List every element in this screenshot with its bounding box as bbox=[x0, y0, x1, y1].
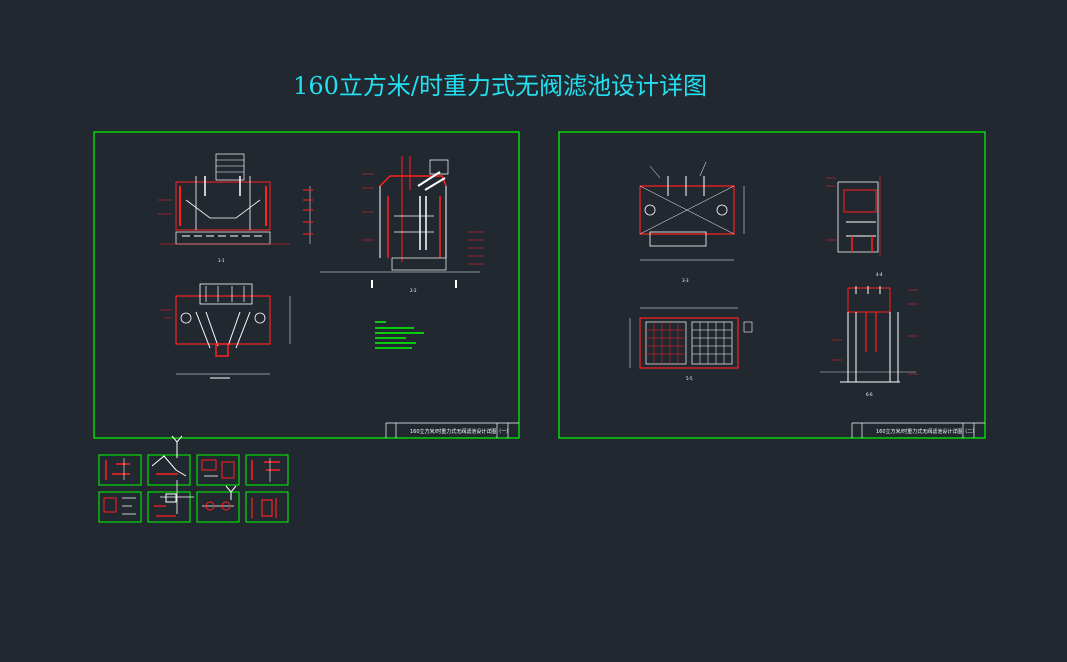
plan-view-3: 3-3 bbox=[639, 161, 745, 283]
thumbnail-3[interactable] bbox=[196, 454, 240, 486]
section-view-2: 2-2 bbox=[320, 156, 484, 293]
svg-text:6-6: 6-6 bbox=[866, 392, 873, 397]
drawing-title: 160立方米/时重力式无阀滤池设计详图 bbox=[293, 72, 707, 100]
sheet-2[interactable]: 160立方米/时重力式无阀滤池设计详图（二） 3-3 4-4 bbox=[558, 131, 986, 439]
thumbnail-7[interactable] bbox=[196, 491, 240, 523]
thumbnail-4[interactable] bbox=[245, 454, 289, 486]
svg-text:3-3: 3-3 bbox=[682, 278, 689, 283]
thumbnail-2[interactable] bbox=[147, 454, 191, 486]
thumbnail-6[interactable] bbox=[147, 491, 191, 523]
ucs-icon bbox=[171, 435, 237, 500]
svg-text:4-4: 4-4 bbox=[876, 272, 883, 277]
title-block-2-text: 160立方米/时重力式无阀滤池设计详图（二） bbox=[876, 428, 977, 435]
title-block-1-text: 160立方米/时重力式无阀滤池设计详图（一） bbox=[410, 428, 511, 435]
elevation-view-1: 1-1 bbox=[158, 153, 313, 263]
thumbnail-8[interactable] bbox=[245, 491, 289, 523]
title-block-1: 160立方米/时重力式无阀滤池设计详图（一） bbox=[385, 422, 519, 438]
svg-text:5-5: 5-5 bbox=[686, 376, 693, 381]
sheet-1[interactable]: 160立方米/时重力式无阀滤池设计详图（一） 1-1 bbox=[93, 131, 520, 439]
thumbnail-1[interactable] bbox=[98, 454, 142, 486]
section-view-6: 6-6 bbox=[820, 286, 918, 397]
filter-bed-plan: 5-5 bbox=[629, 307, 753, 381]
section-view-4: 4-4 bbox=[826, 176, 883, 277]
sheet-thumbnails[interactable] bbox=[98, 454, 289, 523]
crosshair-cursor bbox=[160, 480, 194, 514]
plan-view-1 bbox=[160, 283, 291, 379]
title-block-2: 160立方米/时重力式无阀滤池设计详图（二） bbox=[851, 422, 985, 438]
svg-text:1-1: 1-1 bbox=[218, 258, 225, 263]
svg-text:2-2: 2-2 bbox=[410, 288, 417, 293]
design-notes bbox=[375, 321, 424, 349]
thumbnail-5[interactable] bbox=[98, 491, 142, 523]
